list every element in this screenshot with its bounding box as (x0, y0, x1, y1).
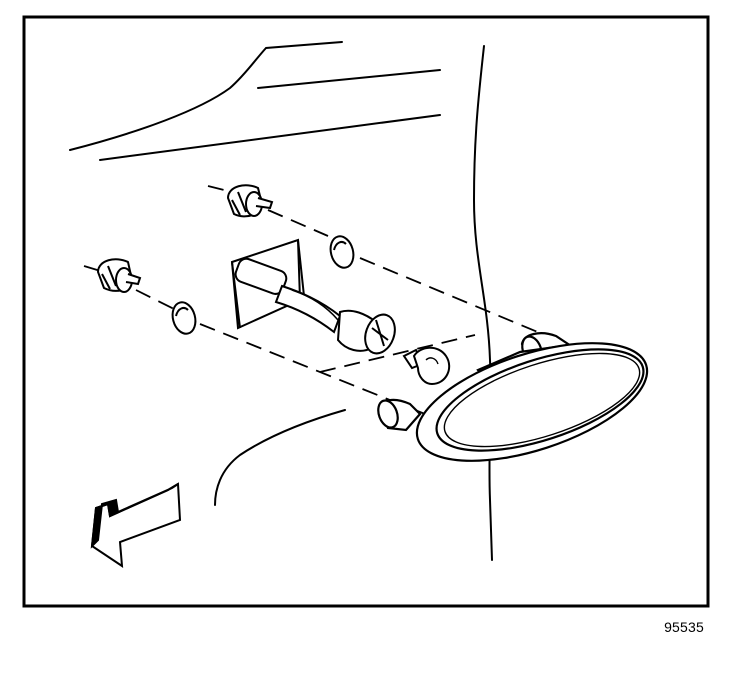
figure-number: 95535 (664, 619, 704, 635)
lamp-bulb (402, 346, 451, 386)
assembly-guide-lines (83, 185, 553, 433)
lower-fastener (96, 258, 142, 293)
side-marker-lamp (377, 332, 649, 462)
vehicle-body-lines (69, 41, 493, 561)
upper-fastener (226, 184, 274, 218)
wiring-harness (234, 257, 396, 355)
mounting-holes (171, 235, 355, 335)
front-direction-arrow-icon (90, 482, 182, 568)
